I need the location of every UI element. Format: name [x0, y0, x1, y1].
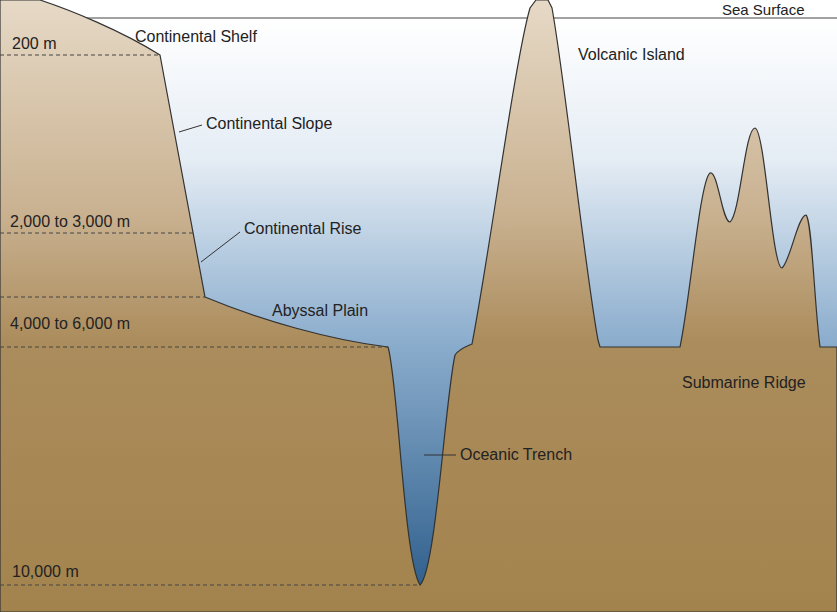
- sea-surface-label: Sea Surface: [722, 0, 805, 19]
- feature-label: Abyssal Plain: [272, 301, 368, 320]
- feature-label: Continental Slope: [206, 114, 332, 133]
- depth-guides: [0, 55, 420, 585]
- feature-label: Continental Rise: [244, 219, 361, 238]
- feature-label: Submarine Ridge: [682, 373, 806, 392]
- depth-label: 10,000 m: [12, 562, 79, 581]
- feature-label: Volcanic Island: [578, 45, 685, 64]
- leader-lines: [179, 125, 456, 455]
- sea-surface-line: [0, 18, 837, 19]
- depth-label: 4,000 to 6,000 m: [10, 314, 130, 333]
- feature-label: Continental Shelf: [135, 27, 257, 46]
- depth-label: 200 m: [12, 34, 56, 53]
- depth-label: 2,000 to 3,000 m: [10, 212, 130, 231]
- feature-label: Oceanic Trench: [460, 445, 572, 464]
